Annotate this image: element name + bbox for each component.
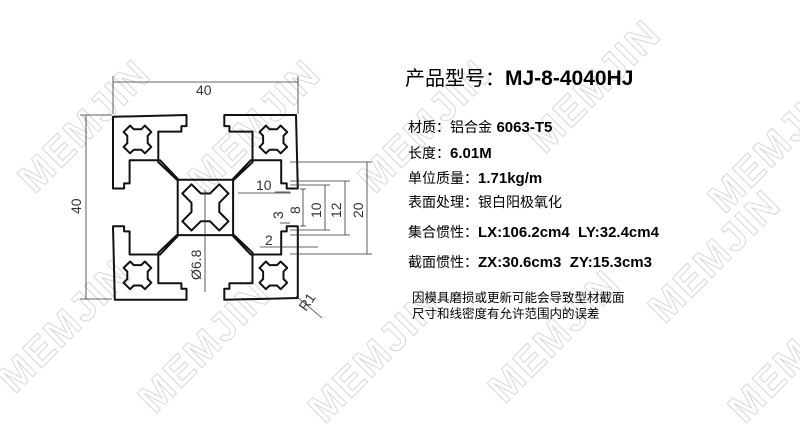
spec-value: 银白阳极氧化 [478, 195, 562, 211]
corner-hole [122, 124, 153, 155]
spec-section-modulus: 截面惯性：ZX:30.6cm3 ZY:15.3cm3 [408, 252, 652, 272]
spec-moment-inertia: 集合惯性：LX:106.2cm4 LY:32.4cm4 [408, 222, 659, 242]
spec-label: 截面惯性： [408, 255, 478, 271]
corner-hole [258, 260, 289, 291]
product-model-label: 产品型号： [405, 66, 505, 90]
spec-label: 材质： [408, 120, 450, 136]
spec-weight: 单位质量：1.71kg/m [408, 168, 542, 188]
dim-slot-depth-label: 10 [256, 177, 272, 193]
center-hole [181, 183, 230, 232]
product-model-value: MJ-8-4040HJ [505, 67, 634, 90]
spec-value-bold: 1.71kg/m [478, 170, 543, 187]
spec-label: 表面处理： [408, 195, 478, 211]
product-model: 产品型号：MJ-8-4040HJ [405, 62, 633, 91]
corner-hole [122, 260, 153, 291]
profile-outline [112, 114, 299, 301]
profile-cross-section [112, 114, 299, 301]
dim-slot-width-label: 12 [328, 202, 344, 218]
spec-label: 长度： [408, 146, 450, 162]
spec-label: 集合惯性： [408, 225, 478, 241]
spec-label: 单位质量： [408, 171, 478, 187]
spec-value: 铝合金 [450, 120, 497, 136]
dim-lip-label: 3 [270, 211, 286, 219]
dim-center-hole-label: Ø6.8 [188, 249, 204, 280]
spec-value-bold: LX:106.2cm4 LY:32.4cm4 [478, 224, 659, 241]
dim-half-label: 20 [350, 202, 366, 218]
spec-surface: 表面处理：银白阳极氧化 [408, 192, 562, 212]
dim-wall-label: 2 [265, 232, 273, 248]
spec-length: 长度：6.01M [408, 143, 492, 163]
dimension-lines [80, 76, 372, 319]
dim-width-label: 40 [196, 82, 212, 98]
spec-material: 材质：铝合金 6063-T5 [408, 117, 552, 137]
profile-drawing: 40 40 10 3 8 10 12 20 2 Ø6.8 R1 [68, 76, 372, 319]
dim-height-label: 40 [68, 198, 84, 214]
dim-radius-label: R1 [295, 290, 318, 314]
note-line-2: 尺寸和线密度有允许范围内的误差 [412, 306, 600, 321]
spec-value-bold: 6063-T5 [496, 119, 553, 136]
spec-value-bold: ZX:30.6cm3 ZY:15.3cm3 [478, 254, 652, 271]
corner-hole [258, 124, 289, 155]
dim-slot-inner-label: 10 [308, 202, 324, 218]
spec-value-bold: 6.01M [450, 145, 492, 162]
note-line-1: 因模具磨损或更新可能会导致型材截面 [412, 290, 625, 305]
dim-slot-opening-label: 8 [287, 206, 303, 214]
